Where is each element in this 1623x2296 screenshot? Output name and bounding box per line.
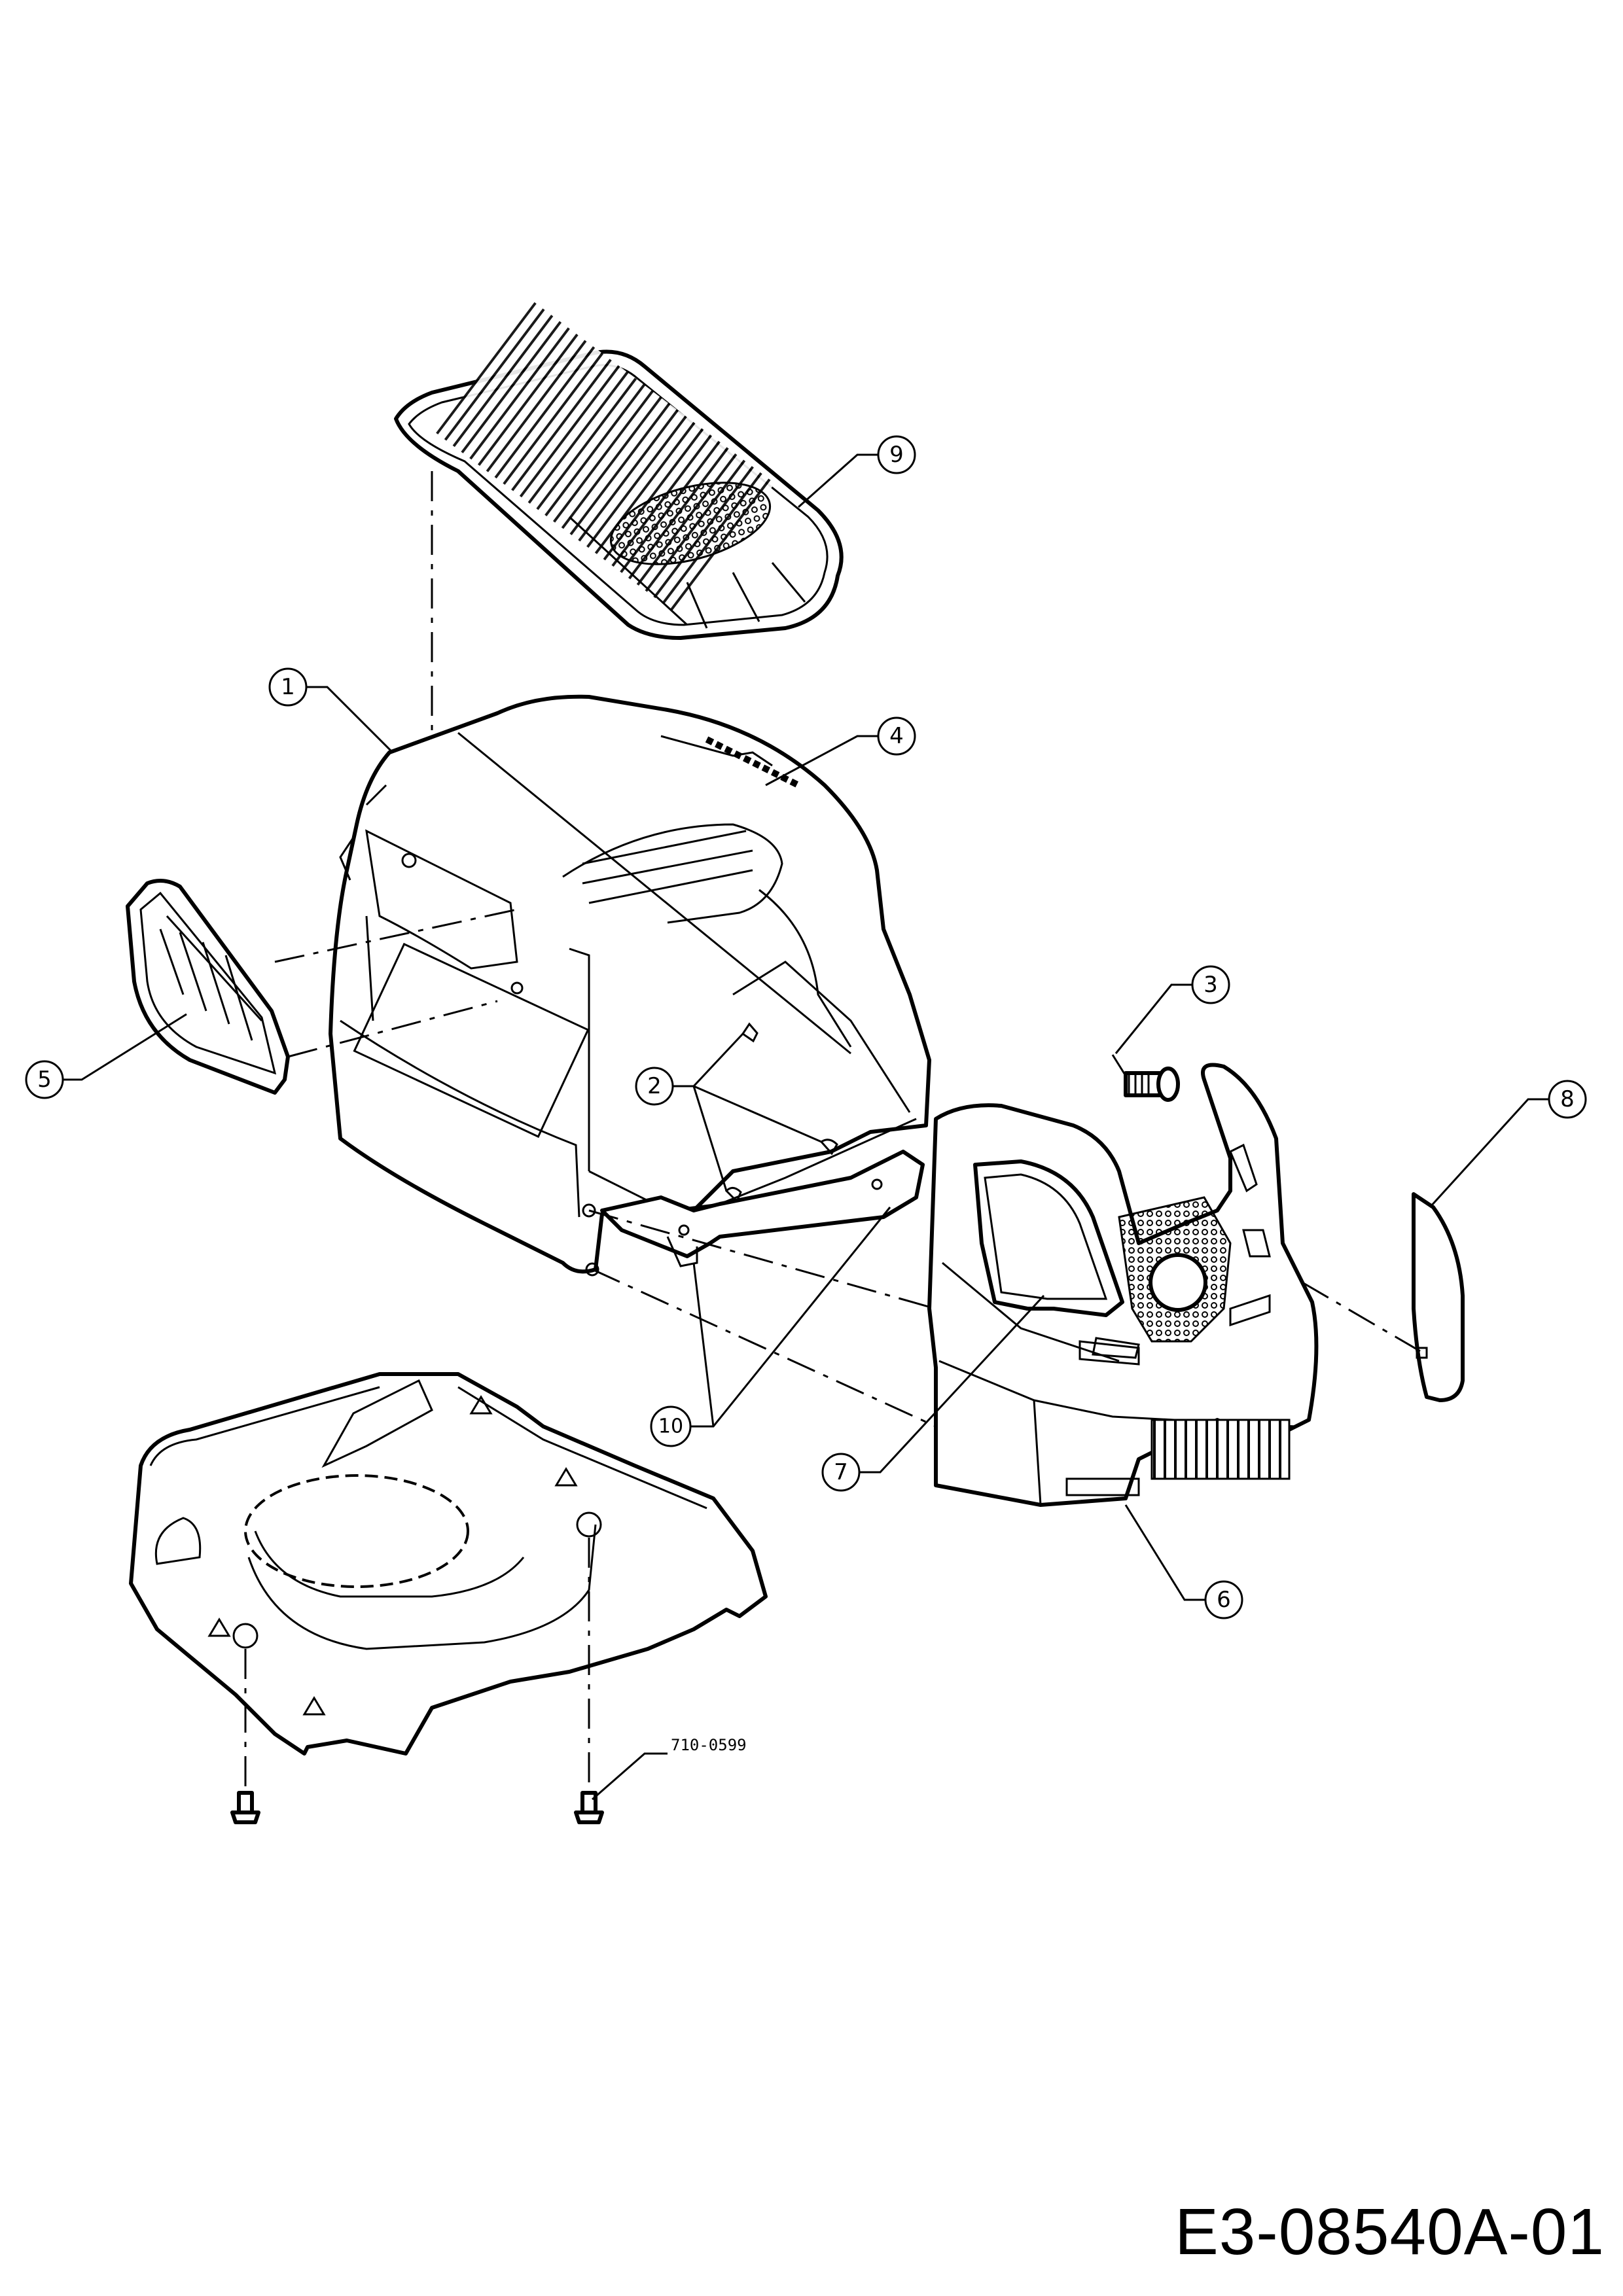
callout-label-3: 3 (1204, 972, 1218, 998)
assembly-line (592, 1268, 936, 1428)
callout-label-6: 6 (1217, 1587, 1231, 1613)
callout-4: 4 (877, 716, 916, 756)
callout-9: 9 (877, 435, 916, 474)
callout-label-9: 9 (889, 442, 904, 468)
side-lens (1412, 1192, 1465, 1402)
callout-label-7: 7 (834, 1459, 848, 1485)
assembly-line (1302, 1281, 1421, 1352)
callout-7: 7 (821, 1453, 861, 1492)
headlight-bulb (1111, 1054, 1180, 1102)
callout-label-1: 1 (281, 674, 295, 700)
hood-top-cover (394, 302, 844, 640)
screw-fasteners (230, 1791, 604, 1824)
callout-label-2: 2 (647, 1073, 662, 1099)
document-number: E3-08540A-01 (1175, 2195, 1605, 2269)
callout-label-4: 4 (889, 723, 904, 749)
callout-label-5: 5 (37, 1067, 52, 1093)
callout-label-10: 10 (658, 1415, 683, 1438)
front-nose (927, 1063, 1319, 1507)
callout-label-8: 8 (1560, 1086, 1575, 1112)
callout-8: 8 (1548, 1080, 1587, 1119)
callout-1: 1 (268, 667, 308, 707)
hood-body (329, 694, 931, 1277)
assembly-line (274, 908, 518, 963)
callout-10: 10 (650, 1405, 692, 1447)
part-number-label: 710-0599 (671, 1736, 747, 1754)
side-grille (126, 879, 290, 1095)
leader-lines (60, 453, 1551, 1801)
callout-3: 3 (1191, 965, 1230, 1004)
callout-5: 5 (25, 1060, 64, 1099)
support-bracket (600, 1150, 925, 1267)
callout-2: 2 (635, 1067, 674, 1106)
callout-6: 6 (1204, 1580, 1243, 1619)
assembly-line (588, 1209, 982, 1323)
mounting-clips (724, 1022, 838, 1203)
front-grille-lens (973, 1143, 1271, 1366)
dash-floor-panel (129, 1372, 768, 1756)
assembly-line (287, 1000, 498, 1058)
